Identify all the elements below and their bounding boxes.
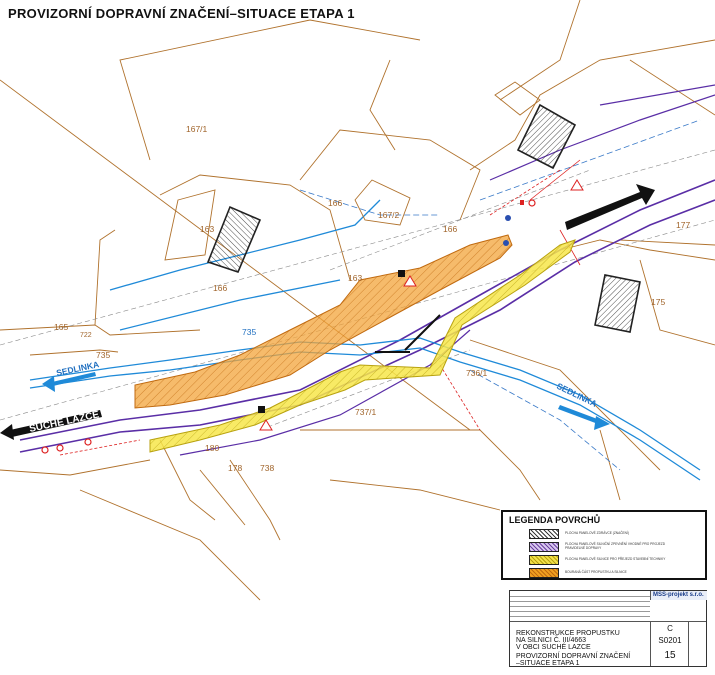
parcel-label: 163 [200, 224, 214, 234]
project-line-2: NA SILNICI Č. III/4663 [516, 637, 587, 644]
revision-cell [688, 621, 706, 666]
parcel-label: 177 [676, 220, 690, 230]
road-edges [19, 84, 715, 456]
page-title: PROVIZORNÍ DOPRAVNÍ ZNAČENÍ–SITUACE ETAP… [8, 6, 355, 21]
parcel-label: 722 [80, 332, 92, 339]
parcel-label: 167/1 [186, 124, 208, 134]
sheet-number: 15 [664, 650, 676, 661]
parcel-label: 165 [54, 322, 68, 332]
legend-text: PLOCHA PANELOVÉ SILNIČNÍ ZPEVNĚNÍ VHODNÉ… [565, 542, 666, 550]
stage-code: C [667, 624, 673, 633]
parcel-label: 167/2 [378, 210, 400, 220]
legend-item-orange: BOURANÁ ČÁST PROPUSTKU A SILNICE [529, 567, 685, 579]
utility-lines [299, 119, 701, 471]
project-line-1: REKONSTRUKCE PROPUSTKU [516, 630, 620, 637]
legend-swatch [529, 529, 559, 539]
drawing-line-1: PROVIZORNÍ DOPRAVNÍ ZNAČENÍ [516, 653, 631, 660]
parcel-labels: 167/1 166 167/2 166 163 163 166 177 175 … [54, 124, 690, 473]
parcel-label: 175 [651, 297, 665, 307]
parcel-label: 178 [228, 463, 242, 473]
stream-label-right: SEDLINKA [555, 381, 598, 409]
legend-swatch [529, 542, 559, 552]
parcel-label: 166 [213, 283, 227, 293]
title-block: MSS-projekt s.r.o. REKONSTRUKCE PROPUSTK… [509, 590, 707, 667]
parcel-label: 180 [205, 443, 219, 453]
legend-item-hatch: PLOCHA PANELOVÉ ZDRÁVCE (ZNAČENÍ) [529, 528, 685, 540]
sedlinka-stream [29, 199, 701, 481]
legend-item-purple: PLOCHA PANELOVÉ SILNIČNÍ ZPEVNĚNÍ VHODNÉ… [529, 541, 685, 553]
stream-arrows [42, 372, 610, 430]
legend: LEGENDA POVRCHŮ PLOCHA PANELOVÉ ZDRÁVCE … [501, 510, 707, 580]
work-area-yellow [149, 239, 576, 453]
legend-text: PLOCHA PANELOVÉ SILNICE PRO PŘEJEZD STAV… [565, 557, 666, 562]
legend-title: LEGENDA POVRCHŮ [509, 515, 601, 525]
parcel-label: 166 [443, 224, 457, 234]
work-area-orange [134, 234, 513, 409]
parcel-label: 735 [96, 350, 110, 360]
legend-text: BOURANÁ ČÁST PROPUSTKU A SILNICE [565, 570, 627, 575]
legend-swatch [529, 568, 559, 578]
traffic-signs [41, 179, 584, 454]
legend-text: PLOCHA PANELOVÉ ZDRÁVCE (ZNAČENÍ) [565, 531, 629, 536]
parcel-label: 163 [348, 273, 362, 283]
parcel-label: 737/1 [355, 407, 377, 417]
parcel-label: 166 [328, 198, 342, 208]
building-outlines [164, 81, 541, 261]
legend-swatch [529, 555, 559, 565]
street-arrows [0, 184, 655, 440]
company-name: MSS-projekt s.r.o. [653, 592, 704, 598]
buildings [206, 103, 641, 333]
barrier-marks [375, 314, 441, 353]
parcel-label: 738 [260, 463, 274, 473]
legend-item-yellow: PLOCHA PANELOVÉ SILNICE PRO PŘEJEZD STAV… [529, 554, 685, 566]
stage-cell: C S0201 15 [650, 621, 688, 666]
project-line-3: V OBCI SUCHÉ LAZCE [516, 644, 591, 651]
parcel-label: 736/1 [466, 368, 488, 378]
drawing-code: S0201 [658, 636, 682, 645]
title-block-header: MSS-projekt s.r.o. [510, 591, 707, 622]
parcel-label: 735 [242, 327, 256, 337]
drawing-line-2: –SITUACE ETAPA 1 [516, 660, 580, 667]
